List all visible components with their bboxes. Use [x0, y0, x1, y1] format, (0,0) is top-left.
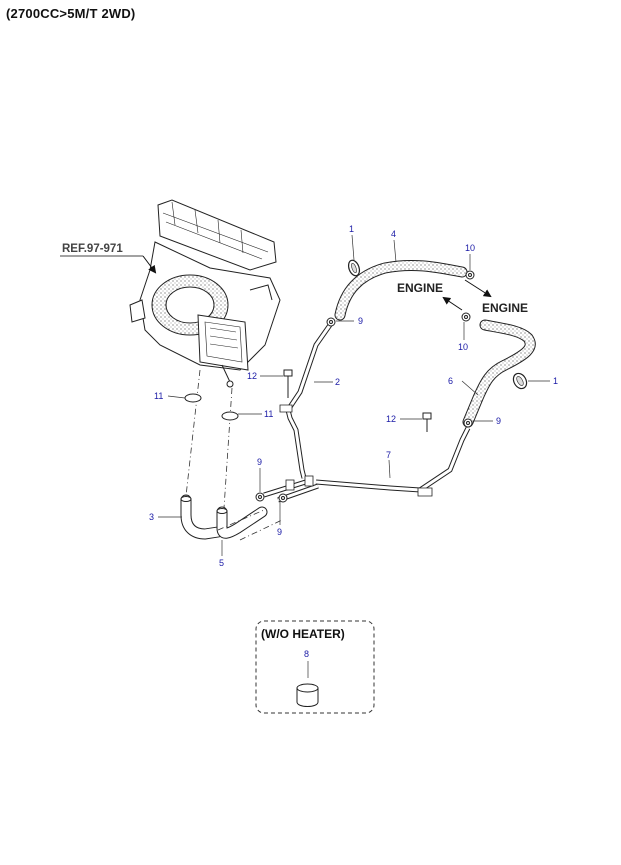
reference-label: REF.97-971: [62, 243, 123, 255]
part-numbers: 1 4 10 10 9 1 6 9 2 7 12 12 11 11 9 9 3 …: [149, 224, 558, 568]
reference-callout: REF.97-971: [60, 243, 157, 274]
hose-3: [180, 494, 224, 540]
part-number: 9: [358, 316, 363, 326]
part-number: 9: [496, 416, 501, 426]
engine-label-2: ENGINE: [482, 301, 528, 315]
part-number: 6: [448, 376, 453, 386]
part-number: 4: [391, 229, 396, 239]
without-heater-inset: (W/O HEATER) 8: [255, 620, 375, 714]
alignment-lines: [185, 369, 283, 541]
part-number: 3: [149, 512, 154, 522]
part-number: 11: [264, 409, 273, 419]
diagram-title: (2700CC>5M/T 2WD): [6, 6, 136, 21]
bolt-12: [283, 369, 432, 432]
clip-11: [184, 393, 239, 421]
pipe-connectors: [263, 475, 319, 503]
leader-lines: [158, 234, 550, 556]
part-number: 2: [335, 377, 340, 387]
hose-5: [216, 506, 268, 539]
pipe-2: [279, 323, 333, 479]
part-number: 9: [257, 457, 262, 467]
heater-unit: [129, 199, 281, 388]
part-number: 12: [386, 414, 396, 424]
part-number: 8: [304, 649, 309, 659]
grommet-1-right: [512, 372, 528, 390]
grommet-1-upper: [347, 259, 361, 277]
engine-arrows: [442, 279, 492, 311]
part-number: 9: [277, 527, 282, 537]
clamp-9: [255, 317, 473, 503]
part-number: 10: [465, 243, 475, 253]
pipe-7: [315, 426, 471, 497]
inset-title: (W/O HEATER): [261, 627, 345, 641]
part-number: 1: [349, 224, 354, 234]
hose-6: [462, 319, 536, 428]
part-number: 5: [219, 558, 224, 568]
hose-4: [334, 259, 468, 321]
part-number: 12: [247, 371, 257, 381]
clamp-10: [461, 270, 475, 322]
part-number: 10: [458, 342, 468, 352]
part-number: 1: [553, 376, 558, 386]
cap-8: [296, 683, 319, 707]
part-number: 11: [154, 391, 163, 401]
engine-label-1: ENGINE: [397, 281, 443, 295]
part-number: 7: [386, 450, 391, 460]
